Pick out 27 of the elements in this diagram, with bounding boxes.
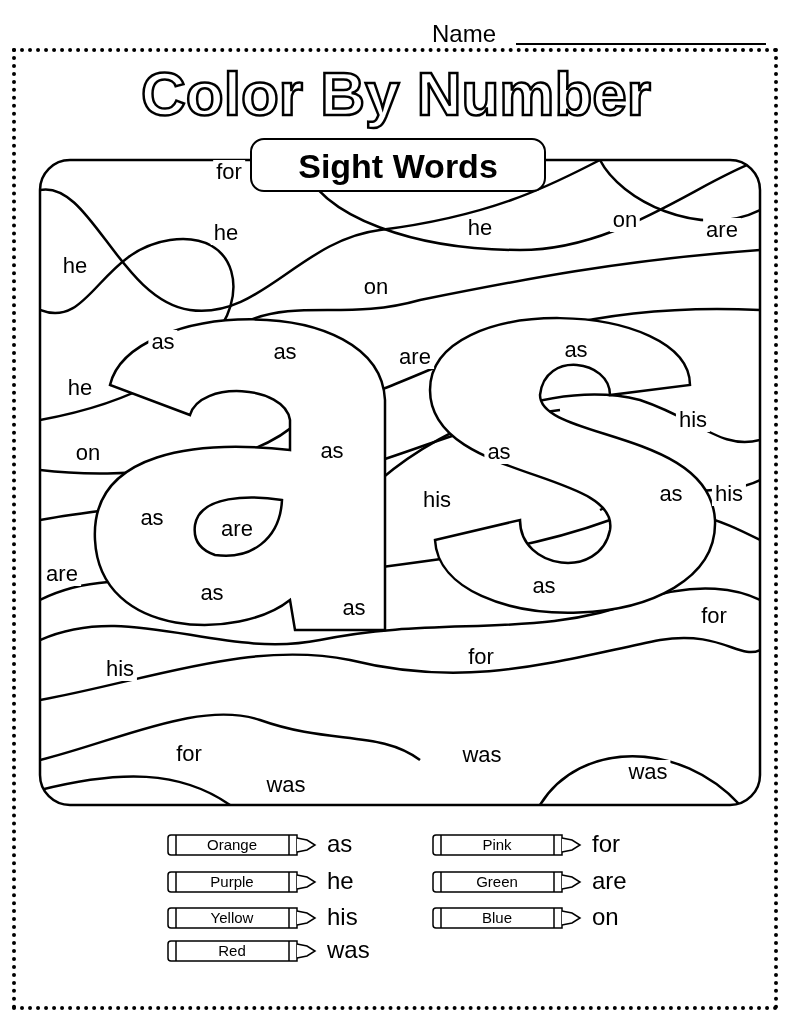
color-name: Pink (481, 837, 513, 853)
color-name: Orange (205, 837, 258, 853)
crayon-icon (432, 871, 582, 893)
crayon-icon (167, 834, 317, 856)
sight-word: he (327, 868, 354, 894)
sight-word: are (592, 868, 627, 894)
crayon-icon (167, 940, 317, 962)
subtitle-box (250, 138, 546, 192)
crayon-icon (167, 907, 317, 929)
crayon-icon (432, 834, 582, 856)
color-name: Red (217, 943, 247, 959)
sight-word: on (592, 904, 619, 930)
region-word: his (675, 408, 711, 432)
color-name: Blue (481, 910, 513, 926)
sight-word: for (592, 831, 620, 857)
crayon-icon (167, 871, 317, 893)
color-name: Yellow (209, 910, 255, 926)
color-name: Purple (209, 874, 255, 890)
crayon-icon (432, 907, 582, 929)
sight-word: was (327, 937, 370, 963)
title-text: Color By Number (140, 58, 653, 130)
region-word: his (711, 482, 747, 506)
name-label: Name (432, 20, 497, 48)
sight-word: his (327, 904, 358, 930)
color-name: Green (475, 874, 519, 890)
sight-word: as (327, 831, 353, 857)
subtitle-text: Sight Words (297, 148, 499, 184)
